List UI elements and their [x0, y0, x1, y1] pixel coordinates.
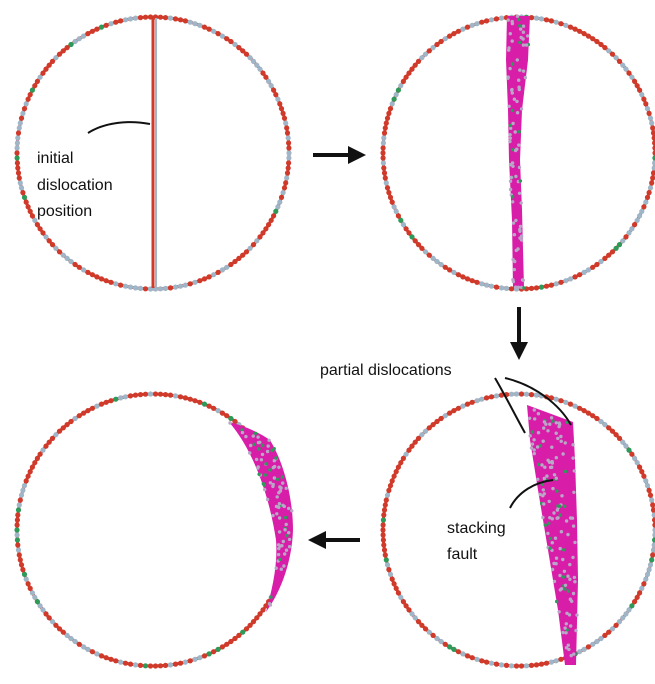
initial-label-leader: [88, 122, 150, 133]
initial-dislocation-line: [153, 18, 156, 288]
fault-band-top-right: [506, 15, 530, 290]
fault-lens-bottom-left: [228, 421, 293, 612]
arrow-right: [313, 146, 366, 164]
stacking-label-line2: fault: [447, 546, 478, 563]
initial-label-line2: dislocation: [37, 177, 113, 194]
partial-leader-left: [495, 378, 525, 433]
arrow-down: [510, 307, 528, 360]
panel-bottom-right-ring: [380, 391, 655, 668]
fault-wedge-bottom-right: [527, 405, 579, 665]
partial-dislocations-label: partial dislocations: [320, 362, 452, 379]
initial-label-line1: initial: [37, 150, 73, 167]
initial-label-line3: position: [37, 203, 92, 220]
stacking-label-line1: stacking: [447, 520, 506, 537]
arrow-left: [308, 531, 360, 549]
